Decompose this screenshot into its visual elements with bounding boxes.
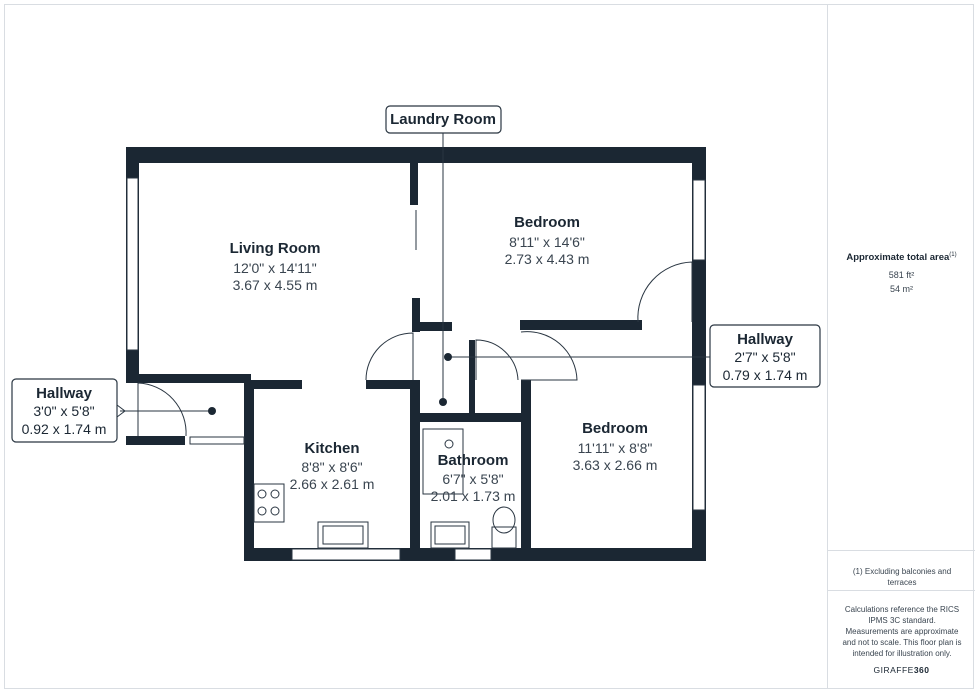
living-bottom-wall xyxy=(126,374,251,383)
kitchen-name: Kitchen xyxy=(304,440,359,457)
bedroom2-window xyxy=(692,384,706,511)
brand-left: GIRAFFE xyxy=(873,665,914,675)
floor-plan: Living Room 12'0" x 14'11" 3.67 x 4.55 m… xyxy=(11,105,821,561)
interior-wall-mid xyxy=(412,298,420,332)
hob-ring-2 xyxy=(270,489,280,499)
hallway-bottom-wall xyxy=(126,436,185,445)
kitchen-right-wall xyxy=(410,380,420,561)
disclaimer: Calculations reference the RICS IPMS 3C … xyxy=(842,605,962,658)
hallway-right-imperial: 2'7" x 5'8" xyxy=(734,349,795,365)
total-area-note-mark: (1) xyxy=(949,252,957,258)
fixtures xyxy=(116,133,710,549)
toilet-bowl xyxy=(492,506,516,534)
room-labels: Living Room 12'0" x 14'11" 3.67 x 4.55 m… xyxy=(230,214,658,504)
area-imperial: 581 ft² xyxy=(888,270,915,280)
bath-sink-basin xyxy=(434,525,466,545)
area-metric: 54 m² xyxy=(889,284,913,294)
kitchen-top-wall xyxy=(244,380,302,389)
living-window xyxy=(126,177,139,351)
entry-door xyxy=(137,382,187,437)
hallway-left-name: Hallway xyxy=(36,385,93,402)
callout-hallway-left: Hallway 3'0" x 5'8" 0.92 x 1.74 m xyxy=(11,378,118,443)
page-frame xyxy=(4,4,974,689)
kitchen-left-wall xyxy=(244,380,254,561)
kitchen-sink xyxy=(317,521,369,549)
shower xyxy=(422,428,464,495)
bedroom-1-name: Bedroom xyxy=(514,214,580,231)
windows xyxy=(126,177,706,561)
interior-wall-upper xyxy=(410,160,418,205)
kitchen-sink-basin xyxy=(322,525,364,545)
bath-top-wall xyxy=(410,413,523,422)
top-wall xyxy=(126,147,706,163)
laundry-name: Laundry Room xyxy=(390,111,496,128)
bedroom-2-metric: 3.63 x 2.66 m xyxy=(573,457,658,473)
bedroom-1-metric: 2.73 x 4.43 m xyxy=(505,251,590,267)
bath-sink xyxy=(430,521,470,549)
bedroom-window xyxy=(692,179,706,261)
laundry-right-wall xyxy=(469,340,475,420)
bathroom-name: Bathroom xyxy=(438,452,509,469)
hob xyxy=(253,483,285,523)
living-room-imperial: 12'0" x 14'11" xyxy=(233,260,317,276)
hallway-window xyxy=(189,436,245,445)
hallway-left-metric: 0.92 x 1.74 m xyxy=(22,421,107,437)
footnote: (1) Excluding balconies and terraces xyxy=(852,567,952,587)
doors xyxy=(137,210,693,437)
bathroom-imperial: 6'7" x 5'8" xyxy=(442,471,503,487)
total-area-label: Approximate total area(1) xyxy=(828,252,975,263)
kitchen-laundry-wall xyxy=(366,380,420,389)
bedroom2-door xyxy=(520,331,578,381)
shower-drain xyxy=(444,439,454,449)
bedroom-door xyxy=(637,261,693,323)
hob-ring-3 xyxy=(257,506,267,516)
hob-ring-1 xyxy=(257,489,267,499)
total-area-text: Approximate total area xyxy=(846,252,950,264)
brand-right: 360 xyxy=(913,665,930,675)
bath-door xyxy=(475,339,519,381)
bath-window xyxy=(454,548,492,561)
kitchen-metric: 2.66 x 2.61 m xyxy=(290,476,375,492)
hallway-right-marker xyxy=(444,353,452,361)
bedroom-2-imperial: 11'11" x 8'8" xyxy=(578,440,653,456)
bedroom-2-name: Bedroom xyxy=(582,420,648,437)
bathroom-metric: 2.01 x 1.73 m xyxy=(431,488,516,504)
sidebar-divider-1 xyxy=(828,550,975,551)
bath-right-wall xyxy=(521,380,531,561)
living-room-metric: 3.67 x 4.55 m xyxy=(233,277,318,293)
entry-arrow-icon xyxy=(116,404,126,418)
kitchen-imperial: 8'8" x 8'6" xyxy=(301,459,362,475)
living-room-name: Living Room xyxy=(230,240,321,257)
callout-hallway-right: Hallway 2'7" x 5'8" 0.79 x 1.74 m xyxy=(709,324,821,388)
hob-ring-4 xyxy=(270,506,280,516)
hallway-left-marker xyxy=(208,407,216,415)
bedroom-1-imperial: 8'11" x 14'6" xyxy=(509,234,585,250)
sidebar: Approximate total area(1) 581 ft² 54 m² … xyxy=(827,4,975,689)
hallway-left-imperial: 3'0" x 5'8" xyxy=(33,403,94,419)
brand-logo: GIRAFFE360 xyxy=(828,665,975,675)
hallway-right-name: Hallway xyxy=(737,331,794,348)
walls xyxy=(126,147,706,561)
toilet-tank xyxy=(491,526,517,549)
kitchen-window xyxy=(291,548,401,561)
callout-laundry: Laundry Room xyxy=(385,105,502,134)
bedroom-divider-wall xyxy=(520,320,642,330)
hallway-right-metric: 0.79 x 1.74 m xyxy=(723,367,808,383)
kitchen-door xyxy=(365,332,414,381)
laundry-wall xyxy=(412,322,452,331)
laundry-marker xyxy=(439,398,447,406)
markers xyxy=(208,353,452,415)
sidebar-divider-2 xyxy=(828,590,975,591)
